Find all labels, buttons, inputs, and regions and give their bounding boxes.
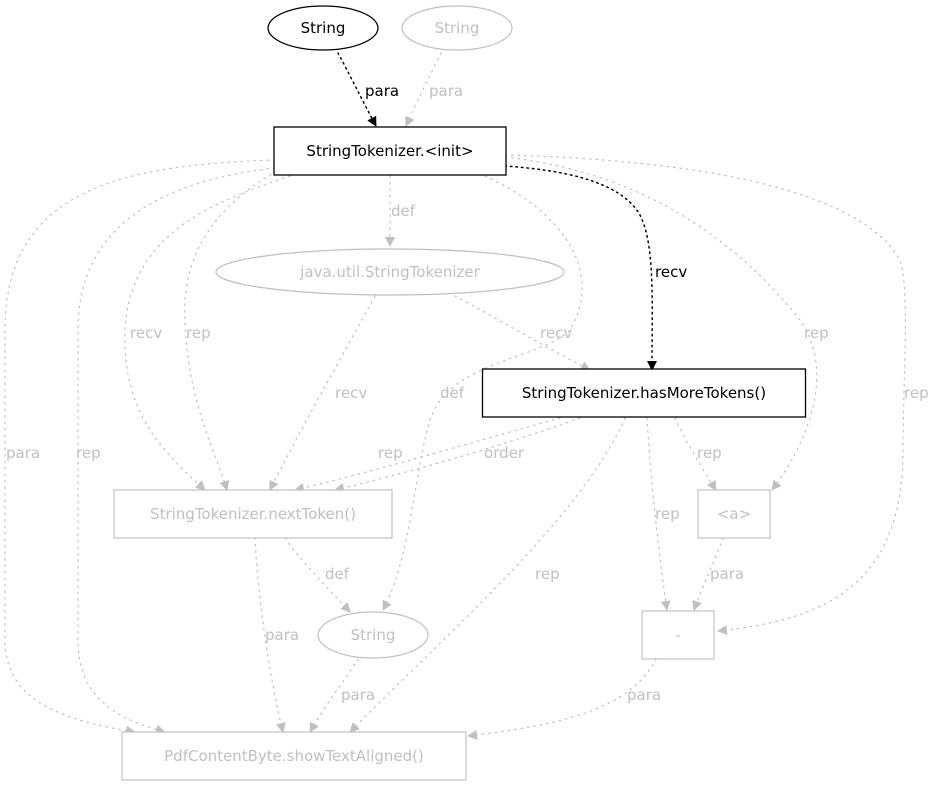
edge-hasMore-to-a_node-rep	[674, 417, 717, 491]
edges-layer	[4, 52, 906, 740]
edge-hasMore-to-show-rep	[349, 417, 626, 733]
edge-init-to-nextToken-recv	[124, 175, 291, 491]
edge-init-to-nextToken-rep	[184, 164, 289, 491]
node-a_node[interactable]: <a>	[697, 489, 771, 539]
edge-label-order: order	[484, 444, 525, 462]
node-label: -	[675, 626, 680, 644]
edge-nextToken-to-string_ret-def	[284, 537, 351, 613]
edge-label-recv: recv	[335, 384, 367, 402]
edge-label-rep: rep	[186, 324, 211, 342]
node-hasMore[interactable]: StringTokenizer.hasMoreTokens()	[481, 368, 807, 418]
edge-java_st-to-hasMore-recv	[454, 295, 591, 371]
edge-hasMore-to-nextToken-rep	[294, 417, 561, 493]
edge-string_arg2-to-init-para	[405, 52, 442, 127]
edge-label-rep: rep	[76, 444, 101, 462]
edge-label-recv: recv	[130, 324, 162, 342]
edge-hasMore-to-nextToken-order	[334, 417, 581, 493]
edge-init-to-show-para	[4, 159, 276, 736]
edge-label-recv: recv	[655, 263, 687, 281]
node-box-shape	[113, 489, 393, 539]
node-box-shape	[273, 126, 507, 176]
edge-init-to-string_ret-def	[382, 175, 583, 611]
node-label: String	[301, 19, 346, 37]
node-string_arg1[interactable]: String	[267, 5, 379, 51]
node-ellipse-shape	[317, 611, 429, 659]
node-box-shape	[697, 489, 771, 539]
edge-label-rep: rep	[904, 384, 929, 402]
node-label: PdfContentByte.showTextAligned()	[164, 747, 424, 765]
edge-label-rep: rep	[655, 505, 680, 523]
edge-label-para: para	[710, 565, 744, 583]
node-string_arg2[interactable]: String	[401, 5, 513, 51]
node-box-shape	[121, 731, 467, 781]
node-java_st[interactable]: java.util.StringTokenizer	[215, 248, 565, 296]
edge-label-def: def	[440, 384, 465, 402]
node-box-shape	[641, 610, 715, 660]
edge-a_node-to-dash-para	[692, 537, 724, 611]
edge-string_arg1-to-init-para	[337, 52, 377, 127]
edge-label-para: para	[627, 686, 661, 704]
node-ellipse-shape	[401, 5, 513, 51]
edge-string_ret-to-show-para	[309, 658, 359, 733]
edge-label-para: para	[365, 82, 399, 100]
node-init[interactable]: StringTokenizer.<init>	[273, 126, 507, 176]
edge-label-rep: rep	[535, 565, 560, 583]
edge-label-para: para	[341, 686, 375, 704]
node-ellipse-shape	[215, 248, 565, 296]
edge-label-recv: recv	[540, 324, 572, 342]
node-nextToken[interactable]: StringTokenizer.nextToken()	[113, 489, 393, 539]
node-label: java.util.StringTokenizer	[299, 263, 480, 281]
edge-label-para: para	[265, 626, 299, 644]
node-label: String	[351, 626, 396, 644]
node-label: String	[435, 19, 480, 37]
node-label: StringTokenizer.<init>	[306, 142, 473, 160]
edge-nextToken-to-show-para	[254, 537, 286, 733]
edge-label-para: para	[429, 82, 463, 100]
edge-label-rep: rep	[378, 444, 403, 462]
edge-java_st-to-nextToken-recv	[269, 295, 376, 491]
edge-label-para: para	[6, 444, 40, 462]
edge-label-def: def	[391, 202, 416, 220]
node-box-shape	[481, 368, 807, 418]
node-label: <a>	[717, 505, 751, 523]
node-label: StringTokenizer.hasMoreTokens()	[522, 384, 766, 402]
edge-label-def: def	[325, 565, 350, 583]
edge-hasMore-to-dash-rep	[646, 417, 671, 611]
edge-init-to-a_node-rep	[504, 156, 818, 491]
edge-labels-layer: para para def recv recv rep para rep def rep rep re…	[6, 82, 929, 704]
node-show[interactable]: PdfContentByte.showTextAligned()	[121, 731, 467, 781]
node-label: StringTokenizer.nextToken()	[150, 505, 356, 523]
edge-init-to-show-rep	[77, 167, 276, 735]
edge-dash-to-show-para	[467, 658, 657, 740]
edge-label-rep: rep	[804, 324, 829, 342]
node-dash[interactable]: -	[641, 610, 715, 660]
edge-init-to-hasMore-recv	[504, 165, 658, 371]
node-string_ret[interactable]: String	[317, 611, 429, 659]
node-ellipse-shape	[267, 5, 379, 51]
edge-label-rep: rep	[697, 444, 722, 462]
